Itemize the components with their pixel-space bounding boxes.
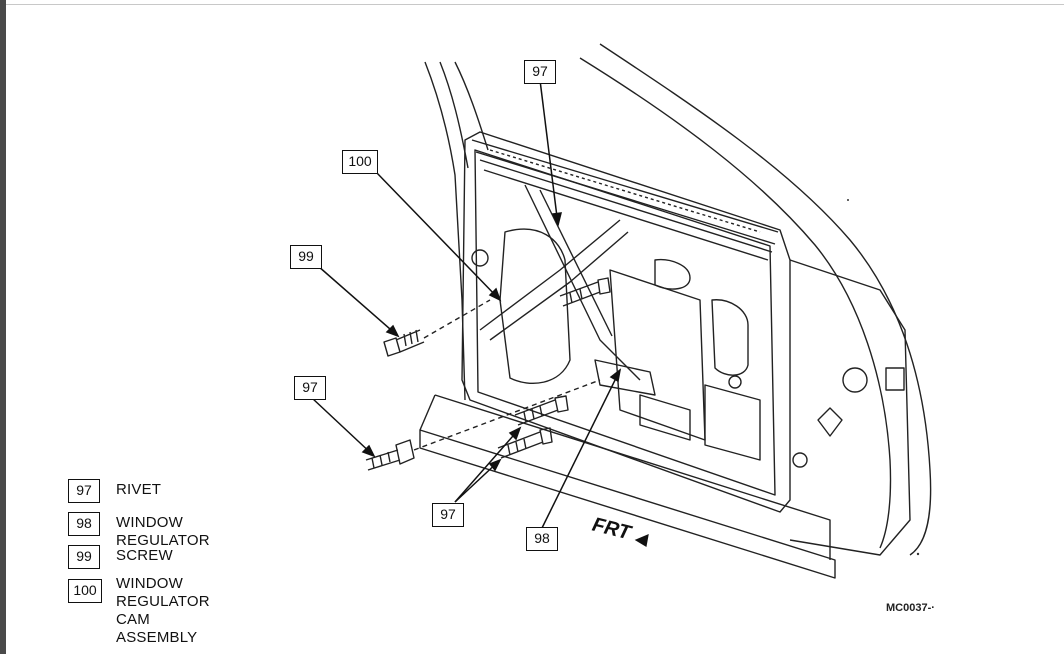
latch-slot [885,367,905,391]
regulator-arm-2 [539,189,613,337]
callout-98: 98 [526,527,558,551]
legend-label: RIVET [116,481,162,498]
hole-4 [842,367,868,393]
striker-diamond [817,407,843,437]
pillar-left [424,61,466,401]
legend-number: 100 [68,579,102,603]
left-border [0,0,6,654]
callout-97-left: 97 [294,376,326,400]
install-line-97a [413,379,601,451]
hole-1 [471,249,489,267]
hole-3 [792,452,808,468]
screw-99 [383,329,425,357]
callout-97-top: 97 [524,60,556,84]
legend-number: 97 [68,479,100,503]
install-line-99 [423,299,491,339]
legend-number: 99 [68,545,100,569]
leader-100 [375,171,501,301]
legend-label: SCREW [116,547,173,564]
regulator-track-1 [479,219,621,331]
rivet-97-top [559,277,611,307]
opening-2 [609,269,706,441]
opening-4 [711,299,749,376]
regulator-track-2 [489,231,629,341]
rivet-97-center-1 [514,395,569,426]
pillar-left-3 [454,61,489,151]
top-rail [471,139,779,261]
opening-6 [639,394,691,441]
rivet-97-center-2 [497,427,553,459]
door-frame-inner [579,57,892,549]
door-panel-outline [461,131,791,513]
pillar-left-2 [439,61,469,169]
callout-97-bottom: 97 [432,503,464,527]
outer-skin [789,259,911,556]
figure-code: MC0037-· [886,602,935,614]
opening-5 [704,384,761,461]
lower-sill-2 [434,394,831,560]
rivet-97-left [365,439,415,471]
opening-3 [654,258,691,290]
callout-100: 100 [342,150,378,174]
lower-sill-3 [419,394,436,431]
leader-97-top [539,79,559,226]
legend-label: WINDOW REGULATOR [116,514,210,549]
leader-99 [317,265,399,337]
regulator-plate [594,359,656,396]
legend-label: WINDOW REGULATOR CAM ASSEMBLY [116,575,210,646]
leader-98 [541,369,621,529]
legend-number: 98 [68,512,100,536]
callout-99: 99 [290,245,322,269]
door-panel-rim [474,149,776,496]
lower-sill [419,429,836,579]
opening-1 [499,228,571,385]
hole-2 [728,375,742,389]
top-border [6,4,1064,5]
door-frame-outer [599,43,932,556]
leader-97-bottom-a [454,427,521,503]
leader-97-left [311,397,375,457]
frt-arrow [634,534,649,547]
top-rail-hatch [489,149,761,233]
